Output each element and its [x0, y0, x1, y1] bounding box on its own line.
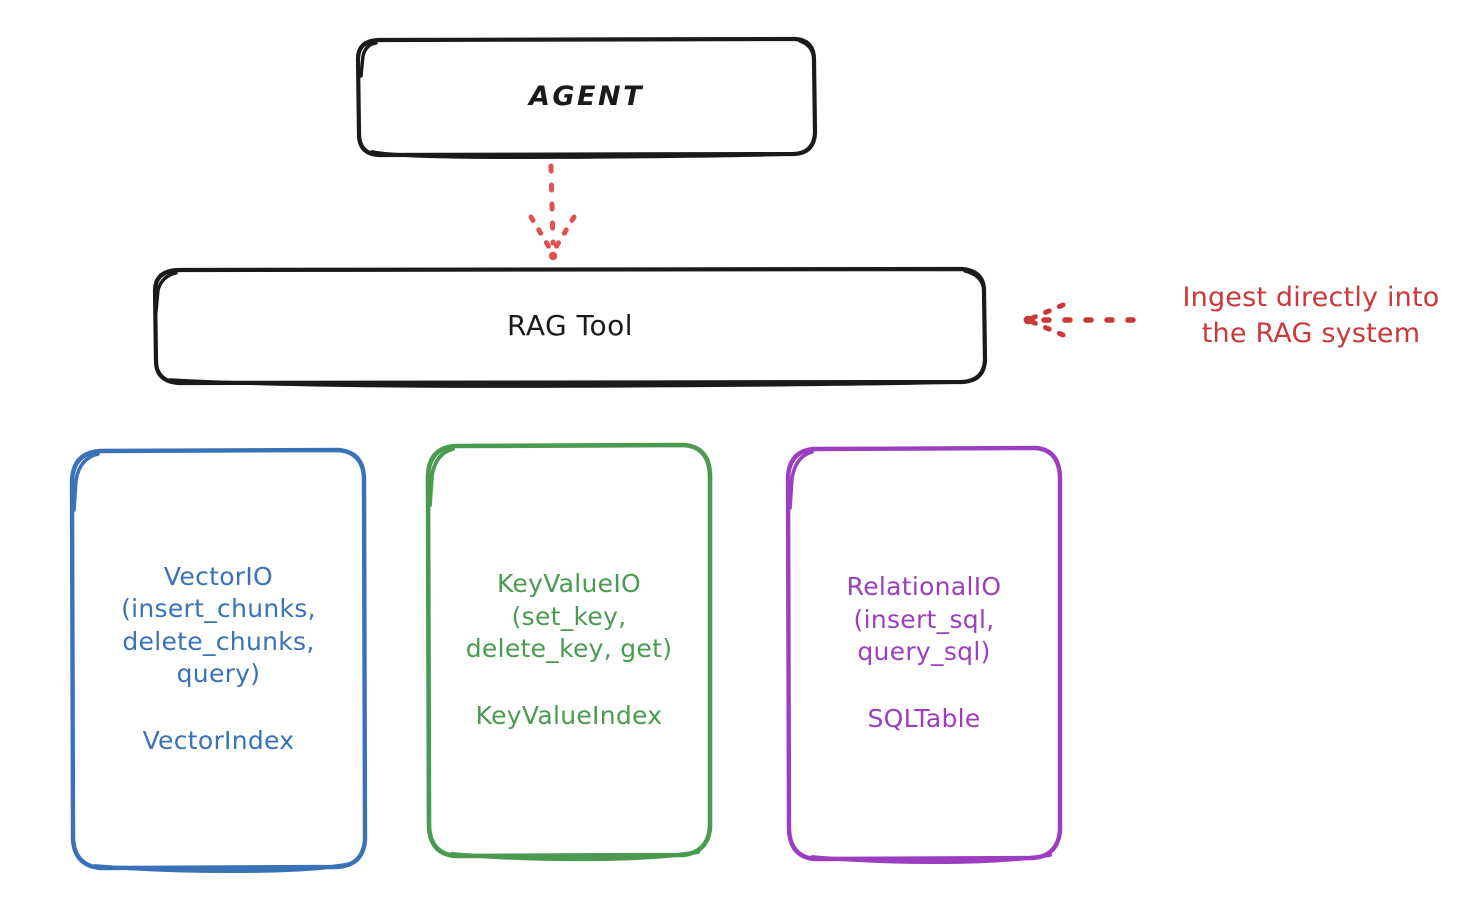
rag-tool-box[interactable]: RAG Tool — [155, 268, 985, 383]
relational-io-api-label: RelationalIO (insert_sql, query_sql) — [846, 572, 1002, 666]
sql-table-label: SQLTable — [867, 703, 981, 733]
relational-io-box[interactable]: RelationalIO (insert_sql, query_sql) SQL… — [788, 448, 1060, 858]
ingest-arrow — [1023, 302, 1136, 338]
vector-index-label: VectorIndex — [142, 725, 295, 755]
agent-to-rag-connector — [528, 163, 577, 261]
key-value-index-label: KeyValueIndex — [475, 700, 663, 730]
vector-io-api-label: VectorIO (insert_chunks, delete_chunks, … — [121, 561, 316, 689]
agent-box[interactable]: AGENT — [358, 38, 815, 155]
key-value-io-box[interactable]: KeyValueIO (set_key, delete_key, get) Ke… — [428, 445, 710, 855]
key-value-io-api-label: KeyValueIO (set_key, delete_key, get) — [465, 569, 673, 663]
ingest-annotation-text: Ingest directly into the RAG system — [1182, 282, 1440, 349]
rag-tool-label: RAG Tool — [507, 309, 633, 342]
vector-io-box[interactable]: VectorIO (insert_chunks, delete_chunks, … — [72, 450, 365, 868]
agent-label: AGENT — [528, 81, 644, 112]
